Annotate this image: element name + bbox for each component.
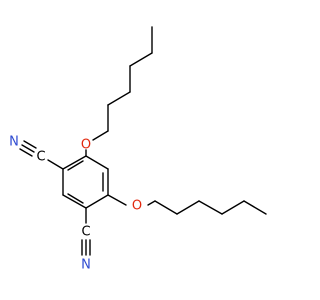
oxygen-atom-label: O [81,138,91,153]
chain-bond [154,200,178,215]
ring-double-bond [67,193,84,204]
bottom-nitrile-group [81,207,91,256]
chain-bond [176,200,200,215]
chain-bond [198,200,223,215]
chain-bond [243,200,267,215]
ring-double-bond [67,160,84,171]
benzene-ring [62,155,109,209]
chemical-structure-diagram: O O C N C N [9,26,267,273]
carbon-atom-label: C [81,225,90,240]
chain-bond [221,200,245,215]
o-c-bond [147,200,156,206]
ring-bond [85,155,109,170]
nitrogen-atom-label: N [81,258,91,273]
lower-hexyloxy-chain [107,194,267,215]
ring-c-bond [47,159,64,170]
upper-hexyloxy-chain [85,26,153,157]
triple-bond [23,140,37,149]
chain-bond [129,52,153,67]
carbon-atom-label: C [36,150,45,165]
triple-bond [21,144,35,153]
ring-bond [85,194,109,209]
chain-bond [107,91,131,106]
oxygen-atom-label: O [132,199,142,214]
triple-bond [19,148,33,157]
left-nitrile-group [19,140,64,170]
c-o-bond [107,194,127,206]
o-c-bond [92,130,109,141]
nitrogen-atom-label: N [9,135,19,150]
ring-bond [62,194,87,209]
structure-canvas: O O C N C N [9,26,267,273]
ring-bond [62,155,87,170]
